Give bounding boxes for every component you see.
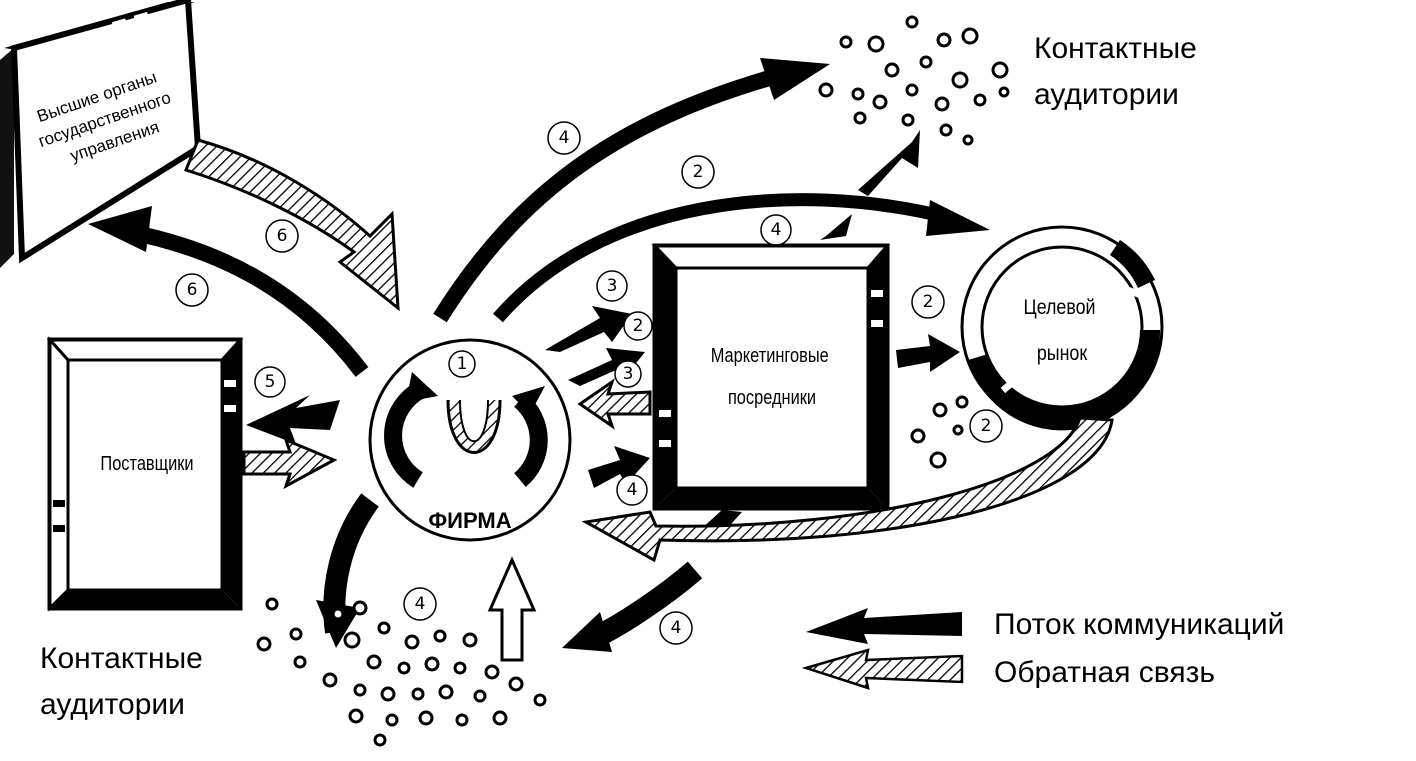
target-market-label-line-1: Целевой bbox=[1024, 296, 1096, 320]
contact-audiences-bottom-line-2: аудитории bbox=[40, 688, 185, 721]
dash-mark-top bbox=[820, 214, 852, 240]
arrow-firm-to-government bbox=[128, 224, 369, 377]
feedback-suppliers bbox=[242, 437, 338, 490]
feedback-bottom-up bbox=[487, 556, 537, 662]
arrow-firm-to-intermediaries-2 bbox=[568, 348, 645, 386]
intermediaries-box: Маркетинговые посредники bbox=[651, 243, 891, 511]
step-gov-upper: 6 bbox=[277, 226, 288, 246]
dots-near-market bbox=[910, 395, 969, 469]
arrow-firm-to-market bbox=[493, 193, 952, 323]
arrow-firm-to-intermediaries-low bbox=[588, 446, 650, 488]
communication-arrows bbox=[88, 58, 990, 652]
feedback-intermediaries bbox=[577, 378, 652, 430]
intermediaries-label: Маркетинговые посредники bbox=[711, 343, 834, 408]
legend-communication-label: Поток коммуникаций bbox=[994, 608, 1284, 641]
suppliers-box: Поставщики bbox=[46, 336, 244, 612]
target-market-label-line-2: рынок bbox=[1037, 342, 1088, 366]
firm-step-number: 1 bbox=[457, 354, 468, 374]
feedback-arrows bbox=[184, 138, 1114, 662]
contact-audiences-top-label: Контактные аудитории bbox=[1034, 32, 1205, 111]
step-firm-to-intermediaries-a: 3 bbox=[607, 276, 618, 296]
contact-audiences-bottom-label: Контактные аудитории bbox=[40, 642, 211, 721]
arrow-intermediaries-to-contact-bottom bbox=[594, 561, 703, 645]
step-markers: 4 2 4 3 2 3 2 2 4 6 6 5 4 4 bbox=[175, 121, 1003, 645]
step-firm-to-intermediaries-low: 4 bbox=[627, 480, 638, 500]
legend: Поток коммуникаций Обратная связь bbox=[801, 608, 1284, 690]
firm-step-marker bbox=[448, 350, 476, 378]
intermediaries-label-line-1: Маркетинговые bbox=[711, 343, 829, 366]
feedback-government bbox=[184, 138, 400, 312]
arrow-firm-to-government-head bbox=[88, 206, 152, 252]
dots-contact-top bbox=[818, 15, 1010, 146]
arrow-firm-to-contact-top-head bbox=[760, 58, 830, 100]
step-to-contact-top: 4 bbox=[559, 128, 570, 148]
legend-feedback-arrow bbox=[801, 648, 964, 690]
firm-label: ФИРМА bbox=[428, 508, 511, 533]
arrow-intermediaries-to-contact-bottom-head bbox=[562, 612, 612, 652]
feedback-market bbox=[581, 416, 1114, 563]
intermediaries-label-line-2: посредники bbox=[728, 385, 816, 408]
step-intermediaries-to-contact-bottom: 4 bbox=[671, 618, 682, 638]
legend-communication-arrow bbox=[806, 608, 962, 644]
step-intermediaries-to-market: 2 bbox=[923, 292, 934, 312]
arrow-to-contact-top-small bbox=[858, 130, 920, 196]
suppliers-label: Поставщики bbox=[100, 451, 193, 474]
firm-circle: 1 ФИРМА bbox=[368, 338, 572, 542]
step-gov-lower: 6 bbox=[187, 280, 198, 300]
arrow-firm-to-market-head bbox=[926, 200, 990, 236]
arrow-firm-to-contact-bottom-head bbox=[316, 600, 360, 648]
legend-feedback-label: Обратная связь bbox=[994, 656, 1215, 689]
step-to-target-market: 2 bbox=[693, 162, 704, 182]
step-to-suppliers: 5 bbox=[265, 372, 276, 392]
target-market-label: Целевой рынок bbox=[1024, 296, 1101, 366]
contact-audiences-top-line-1: Контактные bbox=[1034, 32, 1197, 65]
arrow-firm-to-intermediaries-1 bbox=[545, 306, 632, 352]
step-firm-to-intermediaries-b: 2 bbox=[633, 316, 644, 336]
step-market-feedback: 2 bbox=[981, 416, 992, 436]
arrow-firm-to-contact-top bbox=[433, 67, 783, 323]
contact-audiences-bottom-line-1: Контактные bbox=[40, 642, 203, 675]
step-contact-bottom: 4 bbox=[415, 594, 426, 614]
step-intermediaries-feedback: 3 bbox=[623, 364, 634, 384]
contact-audiences-top-line-2: аудитории bbox=[1034, 78, 1179, 111]
government-box: Высшие органы государственного управлени… bbox=[0, 0, 202, 268]
target-market-ring: Целевой рынок bbox=[960, 225, 1164, 431]
dots-contact-bottom bbox=[256, 597, 547, 747]
step-to-intermediaries-top: 4 bbox=[771, 220, 782, 240]
arrow-intermediaries-to-market bbox=[896, 334, 960, 372]
arrow-firm-to-suppliers bbox=[246, 395, 340, 444]
